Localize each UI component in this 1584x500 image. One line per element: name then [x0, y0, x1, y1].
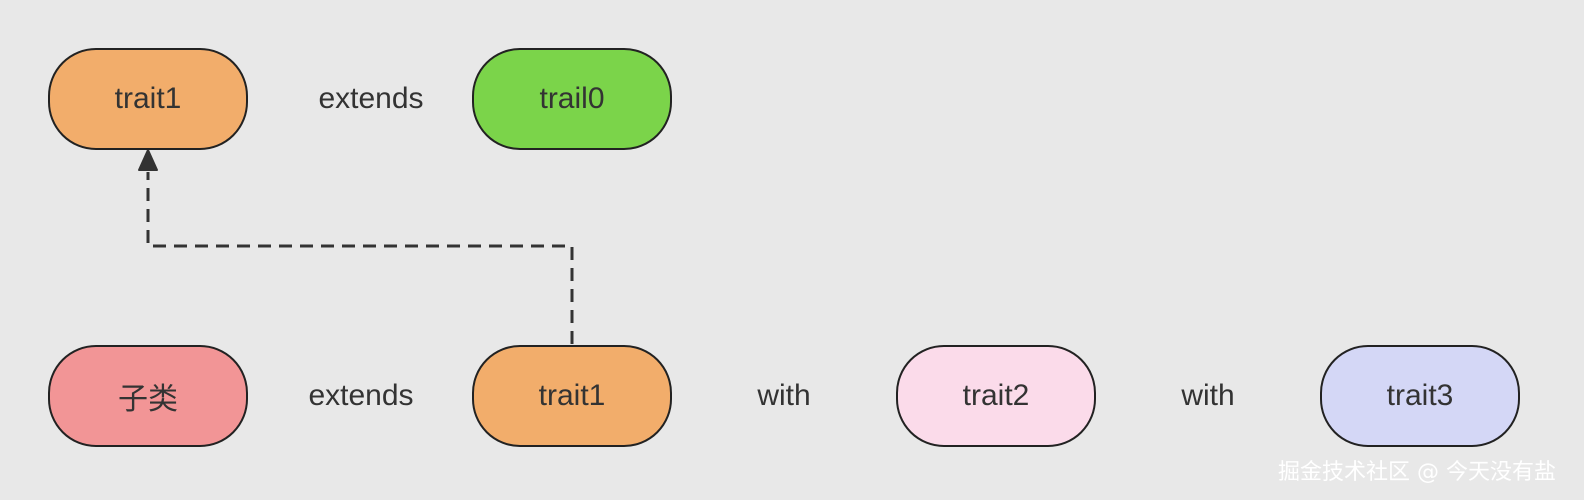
label-with-2: with — [1181, 379, 1235, 412]
node-trait1-bottom: trait1 — [472, 345, 672, 447]
connector-path — [146, 172, 574, 344]
node-trait1-top: trait1 — [48, 48, 248, 150]
node-trail0: trail0 — [472, 48, 672, 150]
label-extends-bottom: extends — [308, 379, 414, 412]
node-trait3: trait3 — [1320, 345, 1520, 447]
node-subclass: 子类 — [48, 345, 248, 447]
label-with-1: with — [757, 379, 811, 412]
watermark: 掘金技术社区 @ 今天没有盐 — [1278, 460, 1556, 485]
label-extends-top: extends — [318, 82, 424, 115]
arrowhead-icon — [138, 149, 158, 171]
node-trait2: trait2 — [896, 345, 1096, 447]
